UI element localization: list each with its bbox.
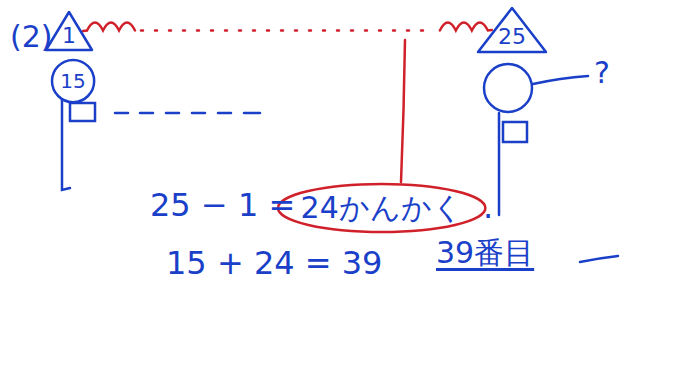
- connector-stroke: [83, 23, 135, 32]
- dashed-line: [115, 112, 260, 115]
- right-stick: [498, 113, 501, 215]
- right-square: [503, 122, 527, 142]
- question-mark: ?: [594, 56, 610, 89]
- problem-number: (2): [10, 20, 53, 53]
- connector-stroke: [440, 23, 492, 31]
- answer-text: 39番目: [436, 236, 534, 269]
- period-mark: .: [483, 190, 493, 225]
- wavy-connector: [83, 23, 492, 32]
- circle-node: 15: [50, 58, 96, 104]
- underline-tail: [580, 256, 618, 262]
- node-text: 25: [498, 26, 526, 48]
- leader-line: [533, 76, 588, 84]
- left-stick: [62, 100, 70, 190]
- equation-text: 15 + 24 = 39: [166, 246, 382, 281]
- node-text: 1: [62, 25, 76, 47]
- oval-node: 24かんかく: [276, 182, 487, 234]
- equation-text: 25 − 1 =: [150, 188, 295, 223]
- red-pointer-line: [401, 40, 405, 182]
- node-text: 24かんかく: [301, 193, 463, 223]
- left-square: [70, 103, 95, 121]
- connector-stroke: [141, 29, 434, 32]
- triangle-node: 25: [476, 6, 548, 54]
- right-circle: [484, 64, 532, 112]
- node-text: 15: [60, 71, 85, 91]
